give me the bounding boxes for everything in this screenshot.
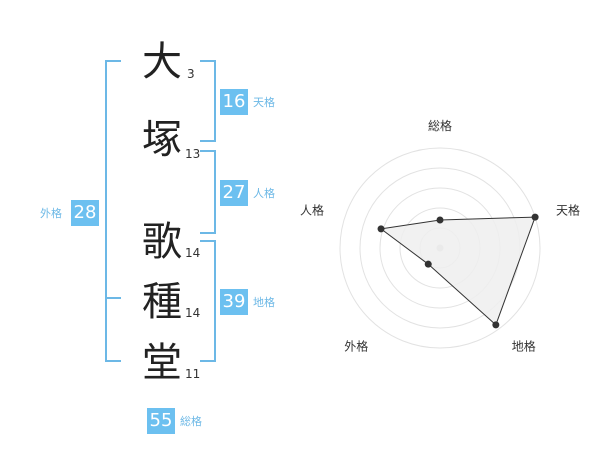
radar-ring-5 bbox=[339, 147, 541, 349]
radar-axis-label-4: 外格 bbox=[344, 339, 368, 354]
chi-kaku-label: 地格 bbox=[253, 296, 275, 309]
sou-kaku-label: 総格 bbox=[180, 415, 202, 428]
stroke-count-2: 13 bbox=[185, 147, 201, 161]
radar-point-5 bbox=[377, 225, 385, 233]
stroke-count-3: 14 bbox=[185, 246, 201, 260]
jin-kaku-label: 人格 bbox=[253, 187, 275, 200]
name-char-5: 堂 bbox=[142, 340, 182, 386]
radar-polygon bbox=[379, 216, 536, 326]
chi-bracket bbox=[200, 240, 216, 362]
jin-bracket bbox=[200, 150, 216, 234]
radar-point-4 bbox=[424, 260, 432, 268]
name-char-3: 歌 bbox=[142, 219, 182, 265]
stroke-count-1: 3 bbox=[187, 67, 195, 81]
jin-kaku-value: 27 bbox=[220, 180, 248, 206]
ten-kaku-label: 天格 bbox=[253, 96, 275, 109]
name-char-1: 大 bbox=[142, 39, 182, 85]
radar-axis-label-3: 地格 bbox=[512, 339, 536, 354]
last-name-divider-bracket bbox=[105, 297, 121, 299]
radar-axis-label-5: 人格 bbox=[300, 202, 324, 217]
stroke-count-5: 11 bbox=[185, 367, 201, 381]
sou-kaku-value: 55 bbox=[147, 408, 175, 434]
ten-bracket bbox=[200, 60, 216, 142]
gai-bracket bbox=[105, 60, 121, 362]
ten-kaku-value: 16 bbox=[220, 89, 248, 115]
name-char-4: 種 bbox=[142, 279, 182, 325]
radar-axis-label-1: 総格 bbox=[428, 118, 452, 133]
chi-kaku-value: 39 bbox=[220, 289, 248, 315]
radar-point-1 bbox=[436, 216, 444, 224]
radar-point-2 bbox=[531, 213, 539, 221]
radar-axis-label-2: 天格 bbox=[556, 202, 580, 217]
gai-kaku-value: 28 bbox=[71, 200, 99, 226]
radar-point-3 bbox=[492, 321, 500, 329]
stroke-count-4: 14 bbox=[185, 306, 201, 320]
name-char-2: 塚 bbox=[142, 117, 182, 163]
gai-kaku-label: 外格 bbox=[40, 207, 62, 220]
